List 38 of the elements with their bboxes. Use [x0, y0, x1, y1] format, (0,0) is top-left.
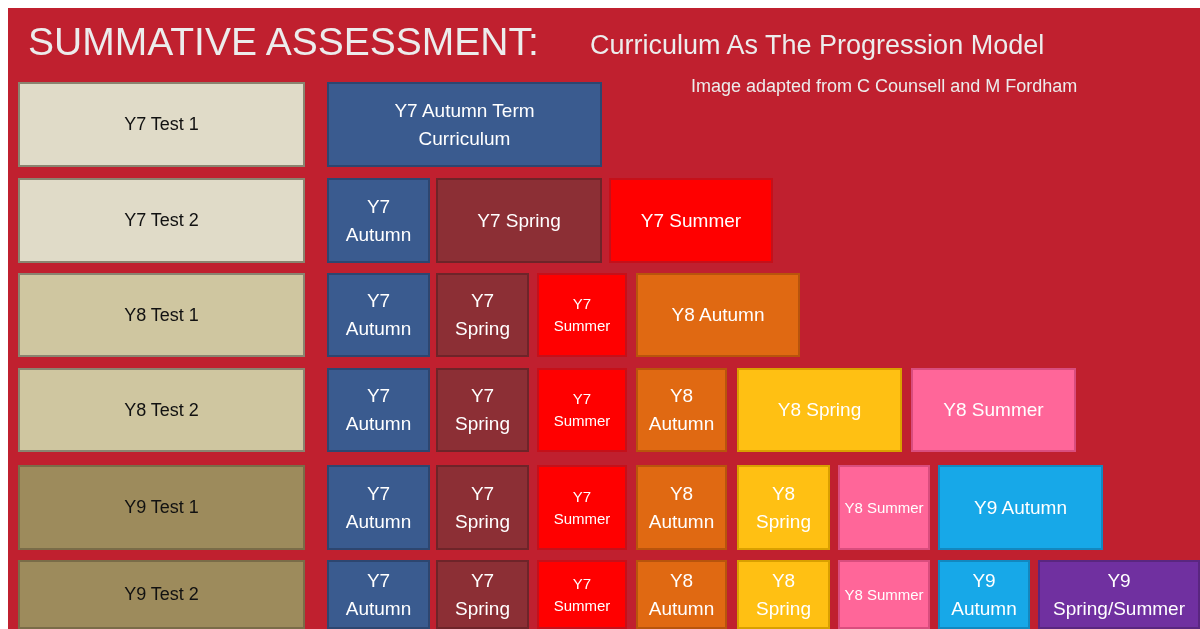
subtitle: Curriculum As The Progression Model: [590, 30, 1045, 61]
term-block: Y8 Autumn: [636, 368, 727, 452]
term-block: Y8 Spring: [737, 368, 902, 452]
term-block: Y8 Autumn: [636, 560, 727, 629]
term-block: Y7 Autumn: [327, 273, 430, 357]
term-block: Y7 Spring: [436, 368, 529, 452]
test-box: Y8 Test 2: [18, 368, 305, 452]
term-block: Y7 Spring: [436, 273, 529, 357]
test-box: Y8 Test 1: [18, 273, 305, 357]
term-block: Y8 Summer: [911, 368, 1076, 452]
term-block: Y8 Spring: [737, 465, 830, 550]
term-block: Y7 Summer: [537, 560, 627, 629]
term-block: Y7 Autumn: [327, 178, 430, 263]
term-block: Y7 Autumn: [327, 368, 430, 452]
term-block: Y8 Autumn: [636, 465, 727, 550]
term-block: Y7 Spring: [436, 465, 529, 550]
term-block: Y7 Summer: [609, 178, 773, 263]
credit-note: Image adapted from C Counsell and M Fordham: [691, 76, 1078, 97]
term-block: Y9 Spring/Summer: [1038, 560, 1200, 629]
term-block: Y8 Autumn: [636, 273, 800, 357]
test-box: Y9 Test 2: [18, 560, 305, 629]
term-block: Y8 Summer: [838, 560, 930, 629]
term-block: Y7 Summer: [537, 465, 627, 550]
term-block: Y9 Autumn: [938, 465, 1103, 550]
test-box: Y7 Test 1: [18, 82, 305, 167]
test-box: Y9 Test 1: [18, 465, 305, 550]
term-block: Y7 Summer: [537, 368, 627, 452]
term-block: Y7 Autumn Term Curriculum: [327, 82, 602, 167]
term-block: Y9 Autumn: [938, 560, 1030, 629]
term-block: Y7 Autumn: [327, 465, 430, 550]
term-block: Y7 Spring: [436, 178, 602, 263]
test-box: Y7 Test 2: [18, 178, 305, 263]
term-block: Y7 Summer: [537, 273, 627, 357]
term-block: Y8 Summer: [838, 465, 930, 550]
title: SUMMATIVE ASSESSMENT:: [28, 20, 539, 64]
term-block: Y8 Spring: [737, 560, 830, 629]
term-block: Y7 Autumn: [327, 560, 430, 629]
term-block: Y7 Spring: [436, 560, 529, 629]
